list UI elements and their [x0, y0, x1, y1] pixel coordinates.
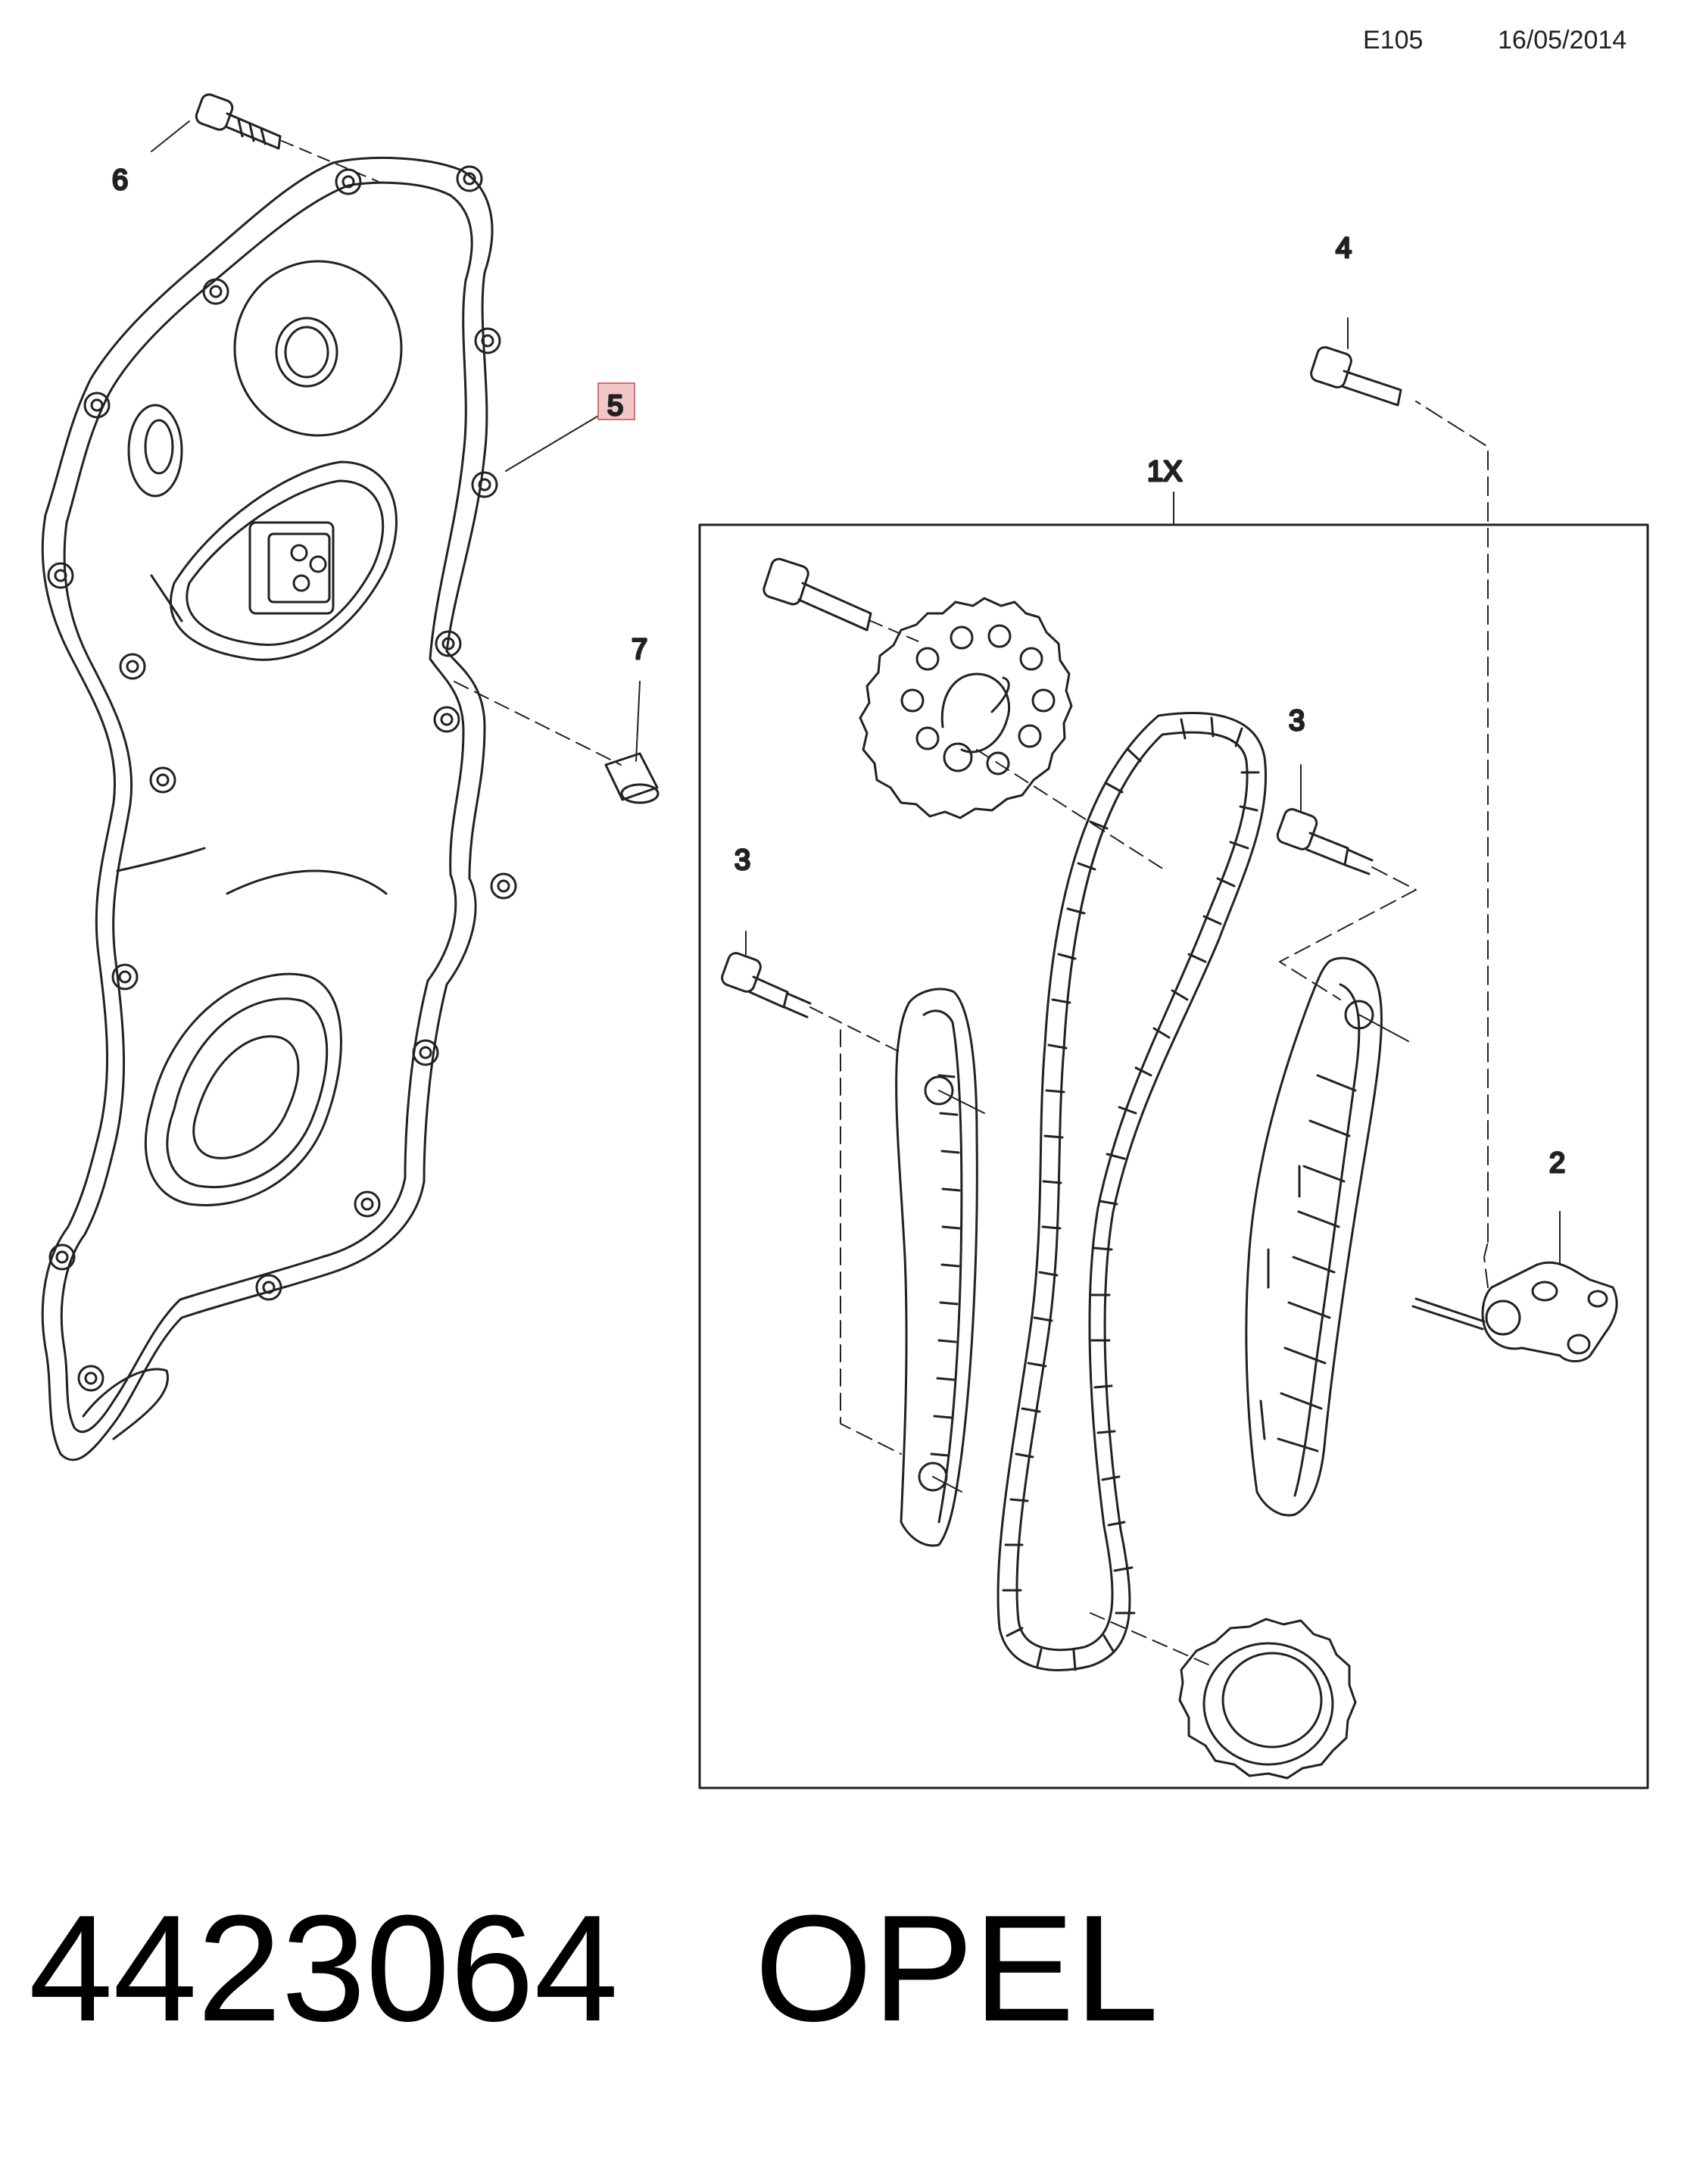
- highlight-box: [597, 382, 635, 420]
- chain-tensioner[interactable]: [1411, 1261, 1618, 1362]
- part-number: 4423064: [29, 1884, 619, 2053]
- diagram-code: E105: [1363, 26, 1424, 55]
- callout-1x: 1X: [1147, 456, 1182, 488]
- callout-2: 2: [1549, 1147, 1565, 1179]
- callout-3-right: 3: [1289, 705, 1305, 737]
- diagram-date: 16/05/2014: [1498, 26, 1627, 55]
- crank-sprocket[interactable]: [1178, 1618, 1357, 1780]
- callout-4: 4: [1336, 232, 1352, 264]
- callout-6: 6: [112, 164, 128, 196]
- dowel-pin-7[interactable]: [604, 752, 660, 804]
- callout-3-left: 3: [734, 844, 750, 876]
- cam-sprocket[interactable]: [859, 597, 1073, 819]
- cam-sprocket-bolt[interactable]: [762, 557, 872, 632]
- chain-guide-left[interactable]: [895, 987, 978, 1547]
- timing-cover[interactable]: [41, 156, 517, 1462]
- brand-name: OPEL: [754, 1884, 1159, 2053]
- timing-chain[interactable]: [996, 712, 1268, 1672]
- bolt-4[interactable]: [1309, 345, 1402, 407]
- guide-bolt-left[interactable]: [720, 951, 812, 1019]
- callout-7: 7: [632, 634, 647, 666]
- exploded-parts-diagram: 6 5 7 4 1X 3 3 2: [41, 92, 1649, 1789]
- chain-tensioner-rail[interactable]: [1245, 956, 1383, 1517]
- bolt-6[interactable]: [194, 92, 282, 150]
- guide-bolt-right[interactable]: [1275, 807, 1374, 875]
- callout-5: 5: [607, 390, 623, 422]
